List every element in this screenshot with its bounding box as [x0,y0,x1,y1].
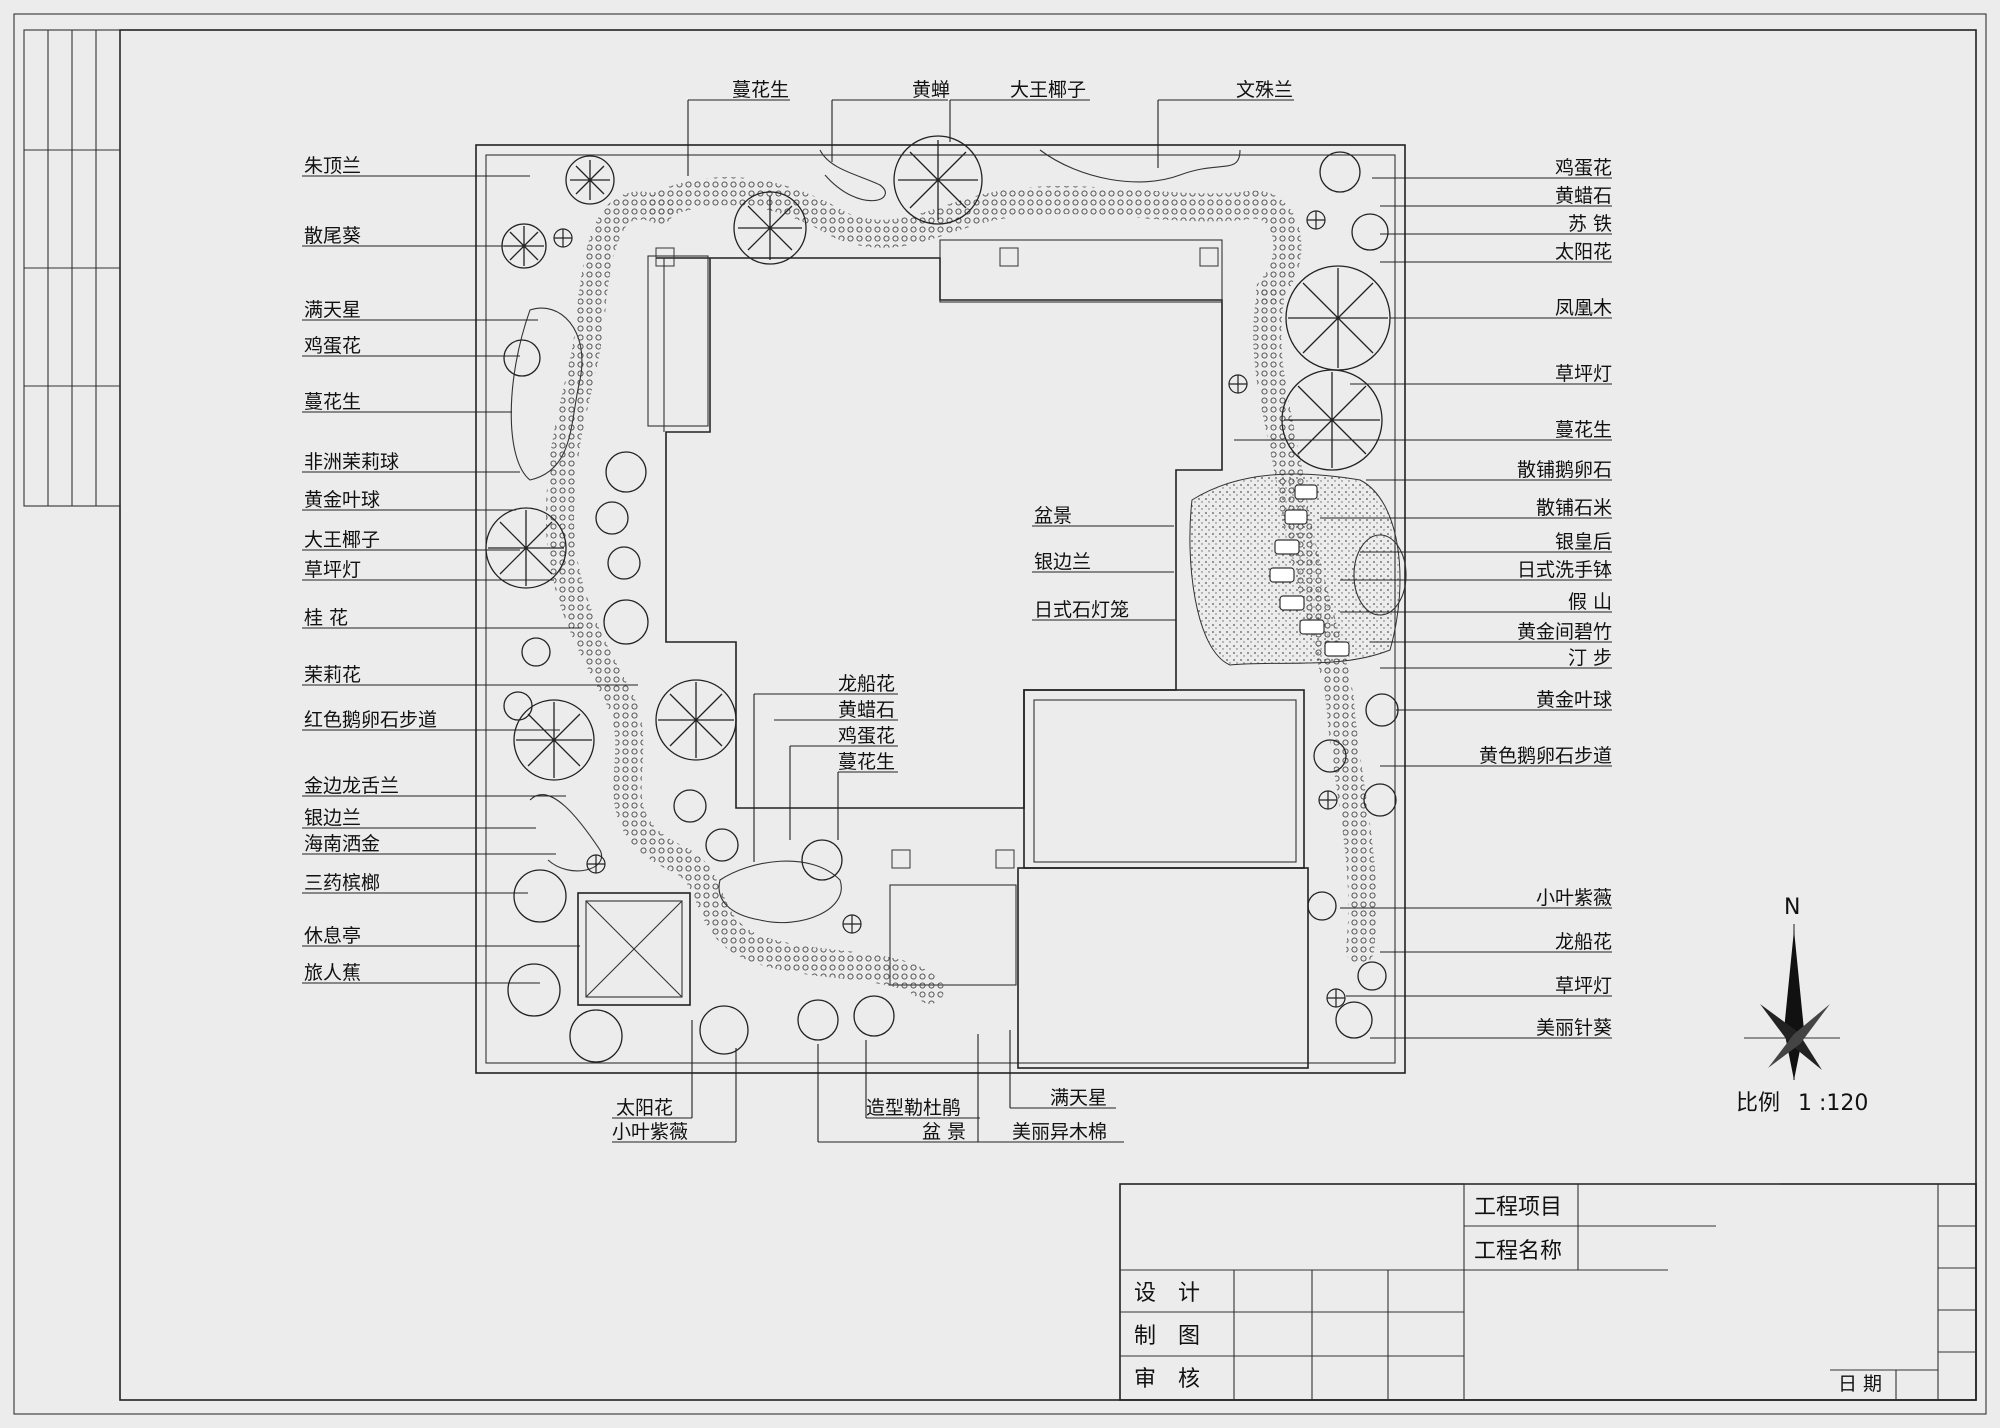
label-feizhoumolli: 非洲茉莉球 [304,451,399,473]
drawing-frame [13,13,1987,1415]
label-top-manhuasheng: 蔓花生 [732,79,789,101]
drafting-label: 制 图 [1134,1324,1200,1349]
golden-leaf-shrub [513,699,595,781]
label-c-penjing: 盆景 [1034,505,1072,527]
project-name-label: 工程名称 [1474,1239,1562,1264]
rest-pavilion [577,892,691,1006]
label-hainan: 海南洒金 [304,833,380,855]
label-zhudinglan: 朱顶兰 [304,155,361,177]
labels-top: 蔓花生 黄蝉 大王椰子 文殊兰 [732,79,1293,101]
label-b-mantianxing: 满天星 [1050,1087,1107,1109]
label-r-longchuan: 龙船花 [1555,931,1612,953]
scale-value: 1 :120 [1798,1091,1868,1116]
scale-label: 比例 [1736,1091,1780,1116]
label-mantianxing: 满天星 [304,299,361,321]
title-block: 工程项目 工程名称 设 计 制 图 审 核 日 期 [1119,1183,1977,1401]
label-r-ziwei: 小叶紫薇 [1536,887,1612,909]
label-agave: 金边龙舌兰 [304,775,399,797]
label-top-dawangye: 大王椰子 [1010,79,1086,101]
label-b-mumian: 美丽异木棉 [1012,1121,1107,1143]
label-c-huanglashi: 黄蜡石 [838,699,895,721]
label-r-zhenkui: 美丽针葵 [1536,1017,1612,1039]
leader-lines [302,99,1612,1143]
label-r-fenghuangmu: 凤凰木 [1555,297,1612,319]
label-r-manhuasheng: 蔓花生 [1555,419,1612,441]
label-sanweikui: 散尾葵 [304,225,361,247]
lawn-lamps [553,210,1346,1008]
label-top-wenshulan: 文殊兰 [1236,79,1293,101]
label-c-lantern: 日式石灯笼 [1034,599,1129,621]
label-sanyao: 三药槟榔 [304,872,380,894]
label-r-huangjinye: 黄金叶球 [1536,689,1612,711]
label-dawangye: 大王椰子 [304,529,380,551]
trees [485,135,1399,1063]
label-r-jiashan: 假 山 [1568,591,1612,613]
label-r-caopingdeng: 草坪灯 [1555,363,1612,385]
gravel-garden [1189,473,1401,666]
label-c-jidanhua: 鸡蛋花 [838,725,895,747]
label-c-yinbianlan: 银边兰 [1034,551,1091,573]
label-mollihua: 茉莉花 [304,664,361,686]
label-r-tsukubai: 日式洗手钵 [1517,559,1612,581]
label-yinbianlan: 银边兰 [304,807,361,829]
review-label: 审 核 [1134,1367,1200,1392]
label-caopingdeng: 草坪灯 [304,559,361,581]
label-r-yinhuanghou: 银皇后 [1555,531,1612,553]
label-r-caopingdeng-2: 草坪灯 [1555,975,1612,997]
label-manhuasheng: 蔓花生 [304,391,361,413]
label-b-dujuan: 造型勒杜鹃 [866,1097,961,1119]
label-r-huanglashi: 黄蜡石 [1555,185,1612,207]
north-arrow: N 比例 1 :120 [1736,895,1868,1116]
label-b-ziwei: 小叶紫薇 [612,1121,688,1143]
label-c-manhuasheng: 蔓花生 [838,751,895,773]
north-label: N [1784,895,1800,920]
label-lvrenjiao: 旅人蕉 [304,962,361,984]
label-r-taiyanghua: 太阳花 [1555,241,1612,263]
label-red-pebble-path: 红色鹅卵石步道 [304,709,437,731]
red-pebble-path [545,191,944,1004]
building-outline [656,257,1223,809]
phoenix-tree [1281,369,1383,471]
paving-west [647,255,709,427]
label-r-jidanhua: 鸡蛋花 [1555,157,1612,179]
osmanthus [655,679,737,761]
labels-right: 鸡蛋花 黄蜡石 苏 铁 太阳花 凤凰木 草坪灯 蔓花生 散铺鹅卵石 散铺石米 银… [1479,157,1612,1039]
label-huangjinye: 黄金叶球 [304,489,380,511]
royal-palm [893,135,983,225]
royal-palm [485,507,567,589]
paving-north [939,239,1223,303]
labels-bottom: 太阳花 小叶紫薇 造型勒杜鹃 盆 景 满天星 美丽异木棉 [612,1087,1107,1143]
labels-center: 龙船花 黄蜡石 鸡蛋花 蔓花生 盆景 银边兰 日式石灯笼 [838,505,1129,773]
label-r-pebbles: 散铺鹅卵石 [1517,459,1612,481]
label-r-shimi: 散铺石米 [1536,497,1612,519]
phoenix-tree [1285,265,1391,371]
project-item-label: 工程项目 [1474,1195,1562,1220]
label-r-yellow-path: 黄色鹅卵石步道 [1479,745,1612,767]
labels-left: 朱顶兰 散尾葵 满天星 鸡蛋花 蔓花生 非洲茉莉球 黄金叶球 大王椰子 草坪灯 … [304,155,437,984]
site-plan [475,135,1407,1074]
label-r-bamboo: 黄金间碧竹 [1517,621,1612,643]
label-c-longchuan: 龙船花 [838,673,895,695]
date-label: 日 期 [1838,1373,1882,1395]
label-pavilion: 休息亭 [304,925,361,947]
label-top-huangchan: 黄蝉 [912,79,950,101]
design-label: 设 计 [1134,1281,1200,1306]
label-jidanhua: 鸡蛋花 [304,335,361,357]
timber-deck [1017,867,1309,1069]
label-b-penjing: 盆 景 [922,1121,966,1143]
label-guihua: 桂 花 [304,607,348,629]
label-r-sutie: 苏 铁 [1568,213,1612,235]
label-b-taiyanghua: 太阳花 [616,1097,673,1119]
north-pebble-path [646,177,1302,304]
label-r-tingbu: 汀 步 [1568,647,1612,669]
tile-patio [889,884,1017,986]
